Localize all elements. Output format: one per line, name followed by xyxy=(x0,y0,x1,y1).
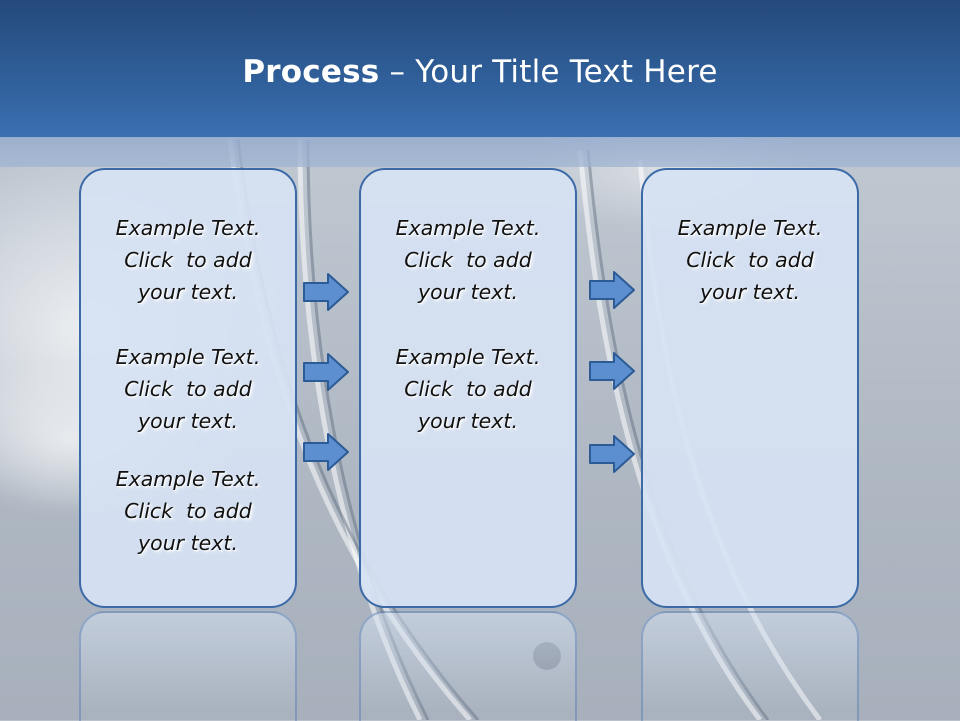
step-2-text-2[interactable]: Example Text. Click to add your text. xyxy=(361,341,575,437)
text-line: Example Text. xyxy=(115,216,261,240)
text-line: Click to add xyxy=(124,499,252,523)
right-block-arrow-icon xyxy=(303,353,349,391)
text-line: Click to add xyxy=(124,248,252,272)
text-line: Example Text. xyxy=(115,345,261,369)
step-3-text-1[interactable]: Example Text. Click to add your text. xyxy=(643,212,857,308)
box-reflection-3 xyxy=(641,611,859,721)
step-1-text-2[interactable]: Example Text. Click to add your text. xyxy=(81,341,295,437)
text-line: Click to add xyxy=(404,248,532,272)
box-reflection-1 xyxy=(79,611,297,721)
text-line: your text. xyxy=(418,409,518,433)
right-block-arrow-icon xyxy=(589,352,635,390)
step-1-text-1[interactable]: Example Text. Click to add your text. xyxy=(81,212,295,308)
slide-title[interactable]: Process – Your Title Text Here xyxy=(0,54,960,90)
process-step-3-box[interactable]: Example Text. Click to add your text. xyxy=(641,168,859,608)
text-line: Example Text. xyxy=(395,345,541,369)
text-line: your text. xyxy=(138,531,238,555)
text-line: Click to add xyxy=(124,377,252,401)
text-line: your text. xyxy=(700,280,800,304)
title-text: – Your Title Text Here xyxy=(379,54,718,90)
process-step-1-box[interactable]: Example Text. Click to add your text. Ex… xyxy=(79,168,297,608)
right-block-arrow-icon xyxy=(303,433,349,471)
text-line: Example Text. xyxy=(115,467,261,491)
text-line: your text. xyxy=(138,409,238,433)
title-sub-band xyxy=(0,137,960,167)
title-bar xyxy=(0,0,960,137)
process-step-2-box[interactable]: Example Text. Click to add your text. Ex… xyxy=(359,168,577,608)
title-keyword: Process xyxy=(242,54,380,90)
text-line: your text. xyxy=(138,280,238,304)
right-block-arrow-icon xyxy=(589,435,635,473)
step-1-text-3[interactable]: Example Text. Click to add your text. xyxy=(81,463,295,559)
text-line: Example Text. xyxy=(677,216,823,240)
box-reflection-2 xyxy=(359,611,577,721)
text-line: your text. xyxy=(418,280,518,304)
right-block-arrow-icon xyxy=(303,273,349,311)
right-block-arrow-icon xyxy=(589,271,635,309)
text-line: Example Text. xyxy=(395,216,541,240)
text-line: Click to add xyxy=(686,248,814,272)
text-line: Click to add xyxy=(404,377,532,401)
step-2-text-1[interactable]: Example Text. Click to add your text. xyxy=(361,212,575,308)
